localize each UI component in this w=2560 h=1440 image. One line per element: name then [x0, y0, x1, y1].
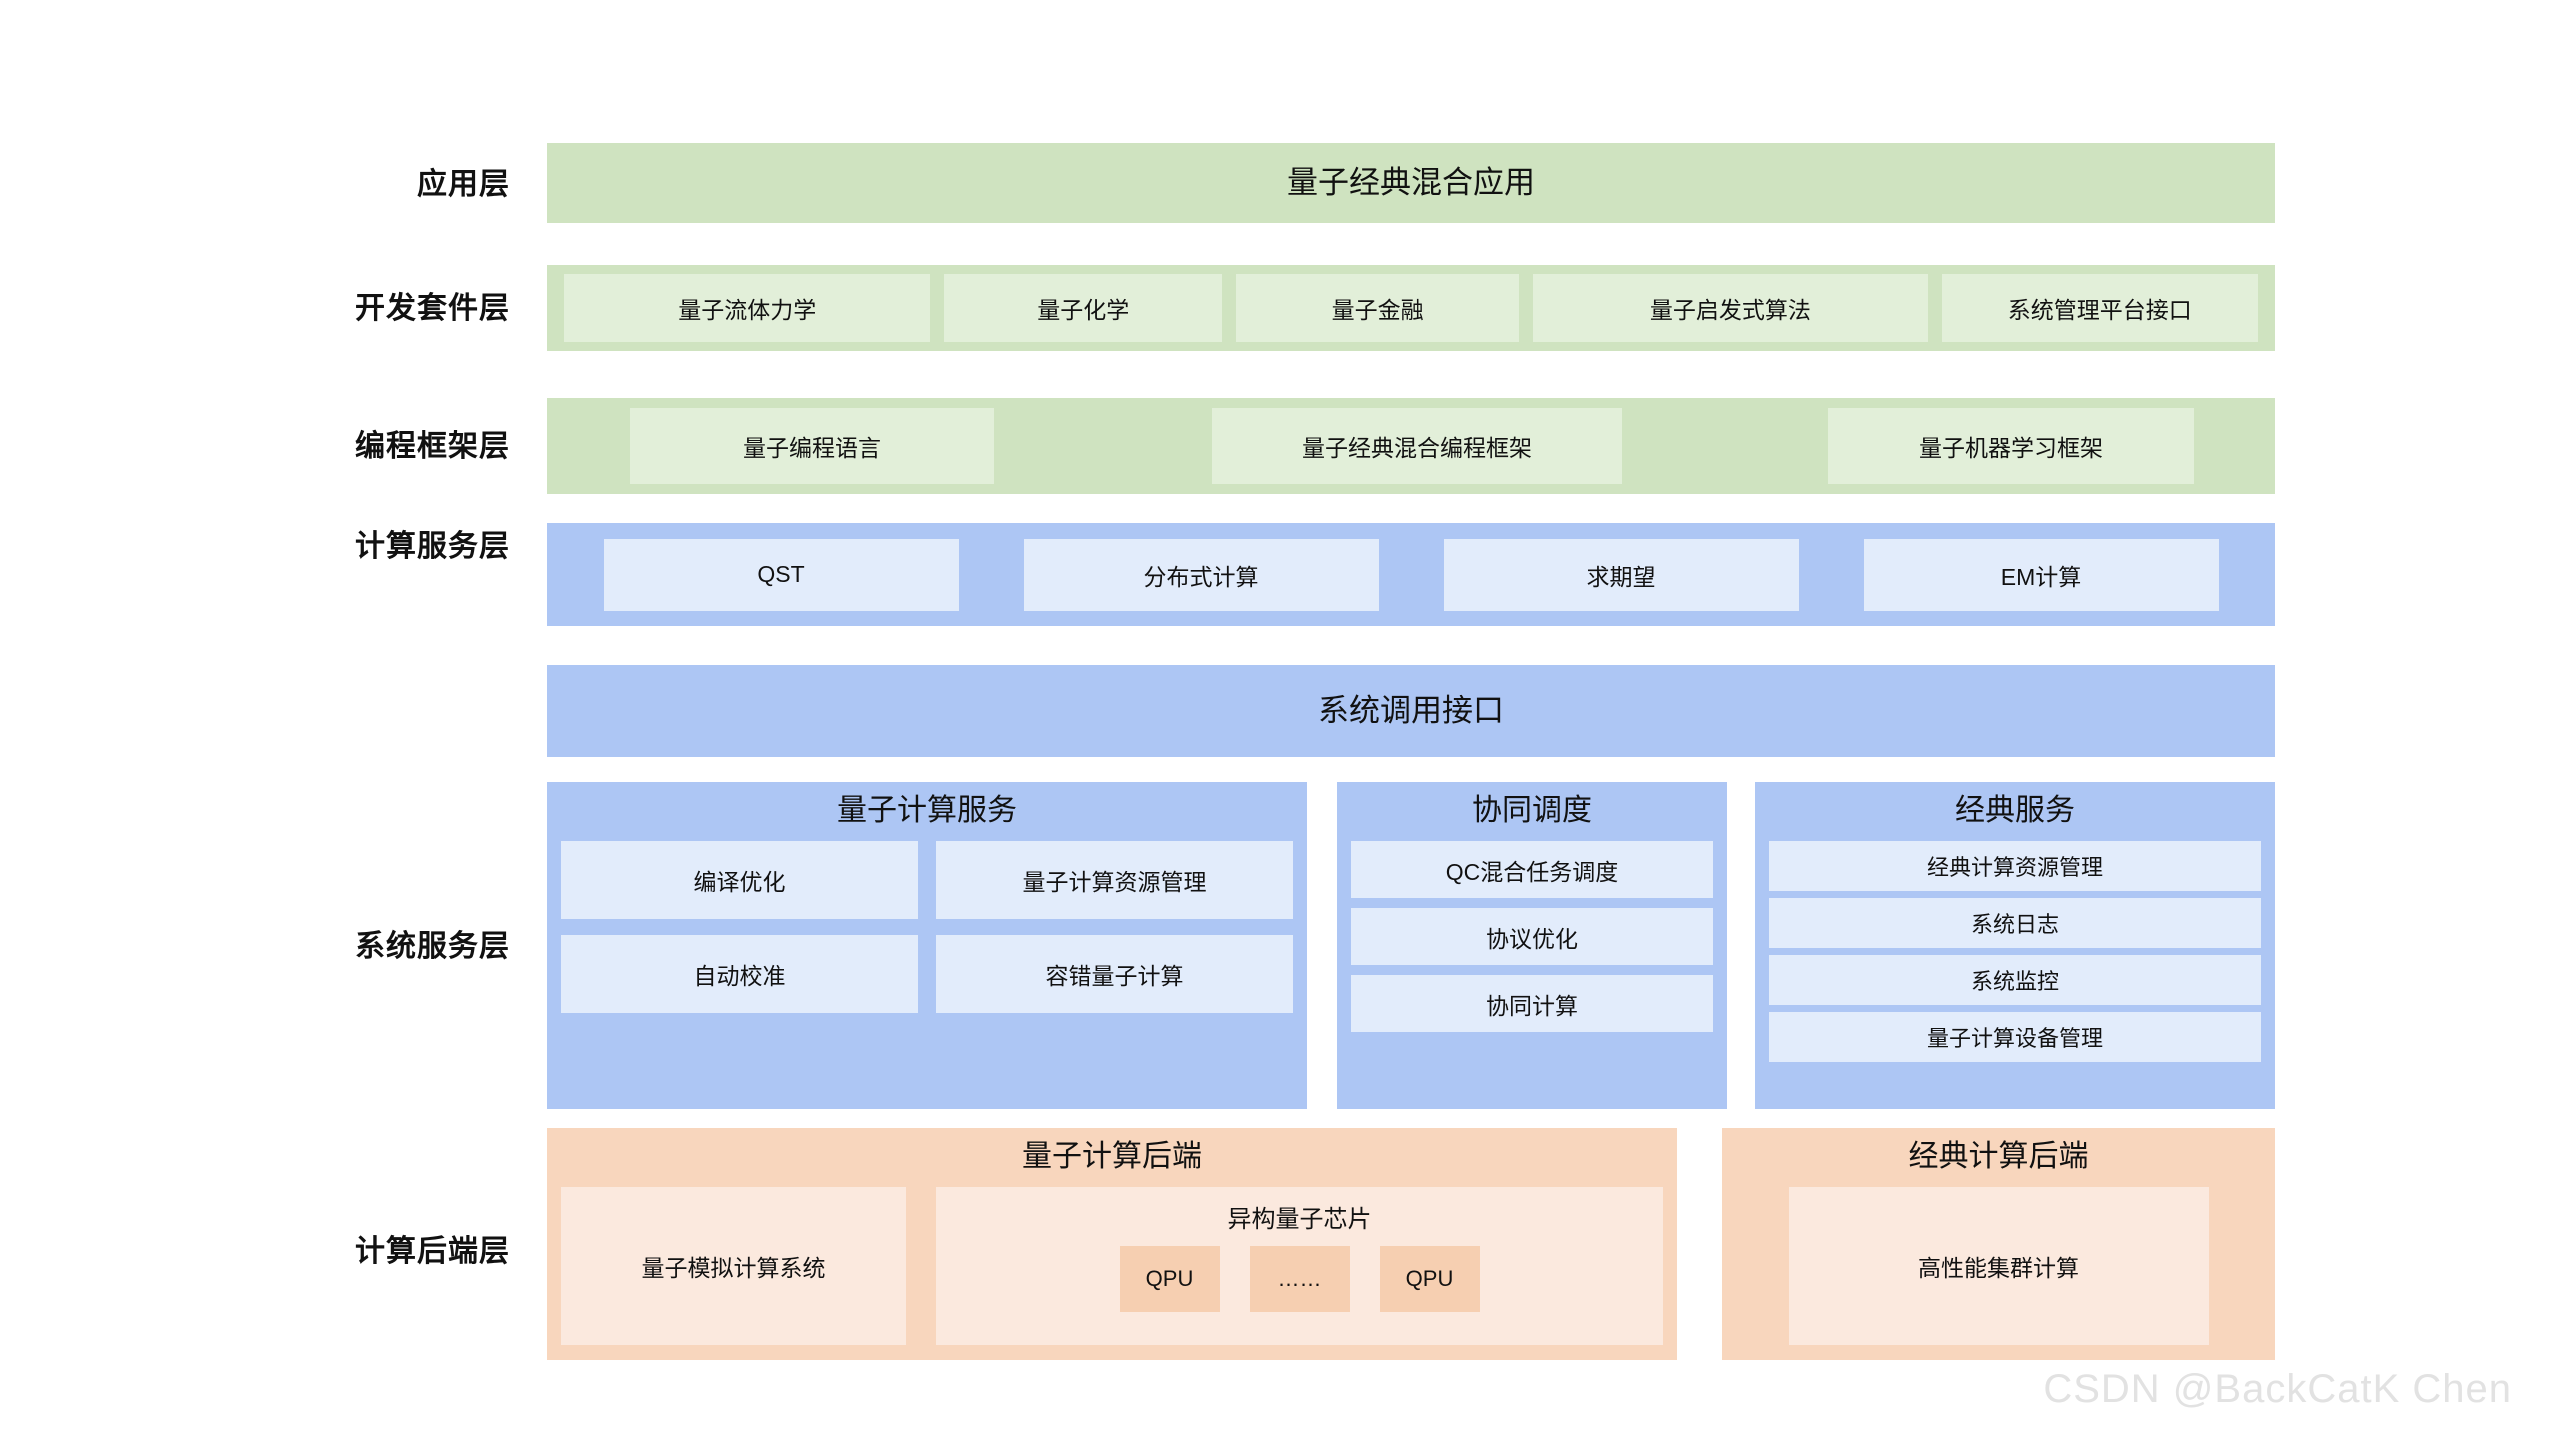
- layer-label-devkit: 开发套件层: [355, 292, 510, 325]
- devkit-layer-band: 量子流体力学 量子化学 量子金融 量子启发式算法 系统管理平台接口: [547, 265, 2275, 351]
- system-call-interface-title: 系统调用接口: [1318, 693, 1504, 728]
- application-layer-title: 量子经典混合应用: [1287, 165, 1535, 200]
- sched-item-collaborative-computing[interactable]: 协同计算: [1351, 975, 1713, 1032]
- layer-label-system-service: 系统服务层: [355, 930, 510, 963]
- panel-classical-service-title: 经典服务: [1955, 794, 2075, 827]
- panel-classical-computing-backend-title: 经典计算后端: [1908, 1140, 2089, 1173]
- backend-item-quantum-simulation-system[interactable]: 量子模拟计算系统: [561, 1187, 906, 1345]
- compute-service-item-distributed-computing[interactable]: 分布式计算: [1023, 538, 1379, 611]
- sched-item-protocol-optimization[interactable]: 协议优化: [1351, 908, 1713, 965]
- panel-classical-service: 经典服务 经典计算资源管理 系统日志 系统监控 量子计算设备管理: [1755, 782, 2275, 1109]
- layer-label-compute-backend: 计算后端层: [355, 1235, 510, 1268]
- csdn-watermark: CSDN @BackCatK Chen: [2043, 1367, 2512, 1411]
- compute-service-layer-band: QST 分布式计算 求期望 EM计算: [547, 523, 2275, 626]
- application-layer-band: 量子经典混合应用: [547, 143, 2275, 223]
- layer-label-compute-service: 计算服务层: [355, 530, 510, 563]
- sched-item-qc-hybrid-task-scheduling[interactable]: QC混合任务调度: [1351, 841, 1713, 898]
- qcs-item-compilation-optimization[interactable]: 编译优化: [561, 841, 918, 919]
- panel-quantum-computing-backend-title: 量子计算后端: [1022, 1140, 1202, 1173]
- devkit-item-quantum-heuristic-algorithm[interactable]: 量子启发式算法: [1533, 274, 1928, 342]
- qcs-item-fault-tolerant-quantum-computing[interactable]: 容错量子计算: [936, 935, 1293, 1013]
- system-call-interface-band: 系统调用接口: [547, 665, 2275, 757]
- framework-item-hybrid-programming-framework[interactable]: 量子经典混合编程框架: [1212, 408, 1622, 484]
- qcs-item-quantum-resource-management[interactable]: 量子计算资源管理: [936, 841, 1293, 919]
- qpu-chip-ellipsis: ……: [1249, 1246, 1350, 1312]
- heterogeneous-quantum-chip-group: 异构量子芯片 QPU …… QPU: [936, 1187, 1663, 1345]
- compute-service-item-em-computation[interactable]: EM计算: [1863, 538, 2219, 611]
- system-service-layer: 量子计算服务 编译优化 量子计算资源管理 自动校准 容错量子计算 协同调度 QC…: [547, 782, 2275, 1109]
- compute-service-item-qst[interactable]: QST: [603, 538, 959, 611]
- panel-collaborative-scheduling: 协同调度 QC混合任务调度 协议优化 协同计算: [1337, 782, 1727, 1109]
- qcs-item-auto-calibration[interactable]: 自动校准: [561, 935, 918, 1013]
- cls-item-system-log[interactable]: 系统日志: [1769, 898, 2261, 948]
- compute-backend-layer: 量子计算后端 量子模拟计算系统 异构量子芯片 QPU …… QPU 经典计算后端…: [547, 1128, 2275, 1360]
- cls-item-quantum-device-management[interactable]: 量子计算设备管理: [1769, 1012, 2261, 1062]
- framework-layer-band: 量子编程语言 量子经典混合编程框架 量子机器学习框架: [547, 398, 2275, 494]
- heterogeneous-quantum-chip-title: 异构量子芯片: [1227, 1206, 1372, 1233]
- panel-classical-computing-backend: 经典计算后端 高性能集群计算: [1722, 1128, 2275, 1360]
- framework-item-quantum-machine-learning-framework[interactable]: 量子机器学习框架: [1828, 408, 2194, 484]
- qpu-chip-2[interactable]: QPU: [1379, 1246, 1480, 1312]
- panel-quantum-computing-service-title: 量子计算服务: [837, 794, 1017, 827]
- cls-item-system-monitoring[interactable]: 系统监控: [1769, 955, 2261, 1005]
- backend-item-hpc-cluster-computing[interactable]: 高性能集群计算: [1788, 1187, 2209, 1345]
- devkit-item-system-management-platform-interface[interactable]: 系统管理平台接口: [1941, 274, 2258, 342]
- cls-item-classical-resource-management[interactable]: 经典计算资源管理: [1769, 841, 2261, 891]
- layer-label-framework: 编程框架层: [355, 430, 510, 463]
- layer-label-application: 应用层: [417, 168, 510, 201]
- panel-quantum-computing-service: 量子计算服务 编译优化 量子计算资源管理 自动校准 容错量子计算: [547, 782, 1307, 1109]
- devkit-item-quantum-finance[interactable]: 量子金融: [1236, 274, 1520, 342]
- framework-item-quantum-programming-language[interactable]: 量子编程语言: [630, 408, 994, 484]
- compute-service-item-expectation-value[interactable]: 求期望: [1443, 538, 1799, 611]
- devkit-item-quantum-chemistry[interactable]: 量子化学: [944, 274, 1223, 342]
- devkit-item-quantum-fluid-dynamics[interactable]: 量子流体力学: [564, 274, 931, 342]
- panel-quantum-computing-backend: 量子计算后端 量子模拟计算系统 异构量子芯片 QPU …… QPU: [547, 1128, 1677, 1360]
- qpu-chip-1[interactable]: QPU: [1119, 1246, 1220, 1312]
- panel-collaborative-scheduling-title: 协同调度: [1472, 794, 1592, 827]
